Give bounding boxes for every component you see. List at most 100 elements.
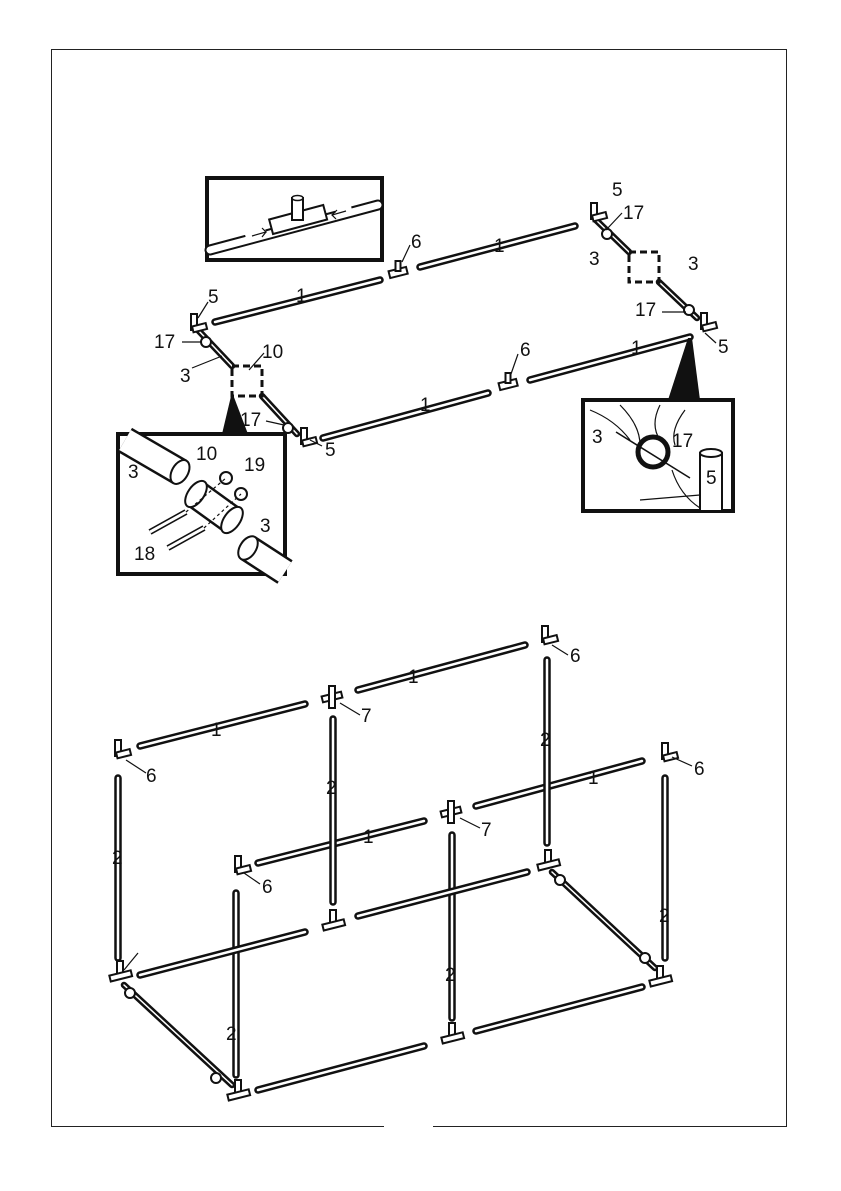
- lower-labels-l11: 7: [481, 820, 492, 841]
- lower-labels-l3: 7: [361, 706, 372, 727]
- clip-ring: [640, 953, 650, 963]
- clip-ring: [684, 305, 694, 315]
- upper-labels-u17: 6: [520, 340, 531, 361]
- base-h: [109, 970, 132, 981]
- inset-right-labels-c: 5: [706, 468, 717, 489]
- clip-ring: [283, 423, 293, 433]
- base-h: [649, 975, 672, 986]
- upper-labels-u6: 5: [718, 337, 729, 358]
- tube-highlight: [476, 761, 642, 806]
- leader-line: [672, 757, 692, 766]
- cross-v: [329, 686, 335, 708]
- clip-ring: [201, 337, 211, 347]
- tube-highlight: [476, 987, 642, 1031]
- fitting-corner: [115, 740, 131, 758]
- leader-line: [244, 873, 260, 884]
- tee-stem: [506, 373, 511, 383]
- cross-v: [448, 801, 454, 823]
- fitting-clip: [602, 229, 612, 239]
- clip-ring: [602, 229, 612, 239]
- fitting-corner: [301, 428, 317, 446]
- lower-labels-l5: 6: [146, 766, 157, 787]
- upper-labels-u4: 3: [688, 254, 699, 275]
- upper-labels-u12: 3: [180, 366, 191, 387]
- base-h: [227, 1089, 250, 1100]
- tube-layer: [118, 220, 697, 1090]
- inset-left-labels-b: 10: [196, 444, 217, 465]
- fittings-layer: [109, 203, 717, 1100]
- upper-labels-u14: 17: [240, 410, 261, 431]
- tube-highlight: [124, 985, 232, 1085]
- fitting-base: [441, 1023, 464, 1043]
- detail-marker-right: [629, 252, 659, 282]
- base-h: [537, 859, 560, 870]
- leader-line: [460, 818, 480, 828]
- tube-highlight: [258, 1046, 424, 1090]
- lower-labels-l16: 2: [226, 1024, 237, 1045]
- tube-highlight: [530, 337, 690, 380]
- tube-highlight: [198, 330, 232, 366]
- fitting-clip: [283, 423, 293, 433]
- upper-labels-u10: 5: [208, 287, 219, 308]
- upper-labels-u16: 1: [420, 395, 431, 416]
- clip-ring: [125, 988, 135, 998]
- fitting-corner: [542, 626, 558, 644]
- tube-highlight: [140, 704, 305, 746]
- fitting-base: [537, 850, 560, 870]
- inset-top-tee: [207, 178, 382, 260]
- clip-ring: [555, 875, 565, 885]
- fitting-clip: [555, 875, 565, 885]
- leader-line: [511, 354, 518, 374]
- inset-right-labels-b: 17: [672, 431, 693, 452]
- lower-labels-l12: 1: [363, 827, 374, 848]
- lower-labels-l9: 6: [694, 759, 705, 780]
- leader-line: [192, 356, 222, 368]
- inset-left-labels-e: 18: [134, 544, 155, 565]
- leader-line: [552, 645, 568, 655]
- leader-line: [402, 245, 410, 262]
- lower-labels-l7: 2: [326, 778, 337, 799]
- lower-labels-l15: 2: [445, 965, 456, 986]
- fitting-tee: [499, 373, 518, 390]
- upper-labels-u2: 17: [623, 203, 644, 224]
- upper-labels-u11: 17: [154, 332, 175, 353]
- tube-highlight: [323, 393, 488, 438]
- leader-line: [124, 953, 138, 970]
- inset-left-labels-d: 3: [260, 516, 271, 537]
- clip-ring: [211, 1073, 221, 1083]
- leader-line: [198, 302, 208, 318]
- tube-highlight: [552, 872, 655, 968]
- lower-labels-l2: 1: [408, 667, 419, 688]
- fitting-clip: [684, 305, 694, 315]
- leader-line: [606, 213, 622, 230]
- fitting-cross: [441, 801, 462, 823]
- page-number-gap: [384, 1120, 433, 1134]
- leader-line: [705, 333, 716, 343]
- fitting-clip: [640, 953, 650, 963]
- fitting-cross: [322, 686, 343, 708]
- detail-marker-left: [232, 366, 262, 396]
- fitting-corner: [701, 313, 717, 331]
- lower-labels-l6: 2: [540, 730, 551, 751]
- tube-highlight: [358, 872, 527, 916]
- fitting-clip: [211, 1073, 221, 1083]
- tee-stem: [396, 261, 401, 271]
- upper-labels-u9: 1: [296, 286, 307, 307]
- fitting-clip: [201, 337, 211, 347]
- lower-labels-l14: 2: [659, 906, 670, 927]
- upper-labels-u7: 1: [494, 236, 505, 257]
- fitting-corner: [235, 856, 251, 874]
- fitting-base: [322, 910, 345, 930]
- upper-labels-u1: 5: [612, 180, 623, 201]
- tube-highlight: [140, 932, 305, 975]
- lower-labels-l13: 6: [262, 877, 273, 898]
- upper-labels-u13: 10: [262, 342, 283, 363]
- upper-labels-u8: 6: [411, 232, 422, 253]
- fitting-tee: [389, 261, 408, 278]
- inset-right-labels-a: 3: [592, 427, 603, 448]
- upper-labels-u5: 17: [635, 300, 656, 321]
- fitting-clip: [125, 988, 135, 998]
- lower-labels-l8: 2: [112, 848, 123, 869]
